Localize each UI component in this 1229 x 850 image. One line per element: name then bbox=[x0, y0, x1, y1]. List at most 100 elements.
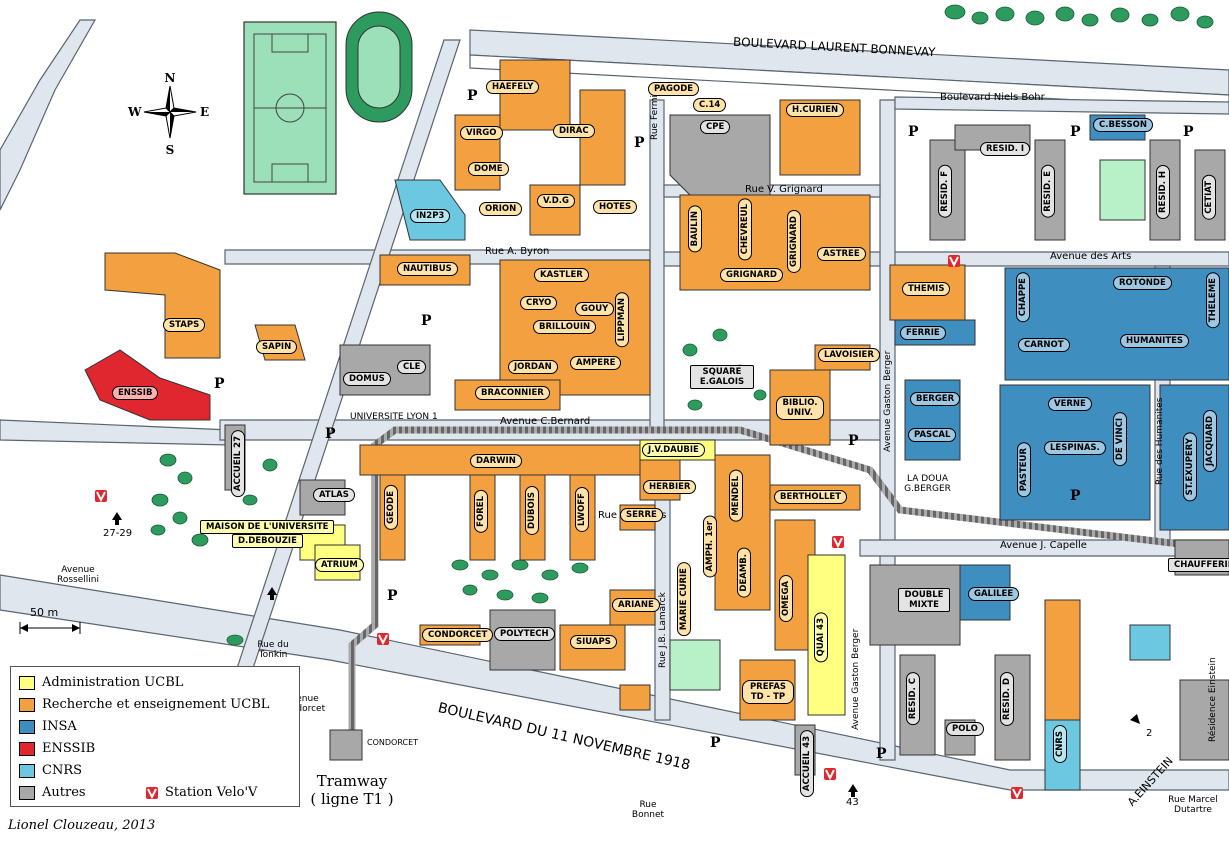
building-cpe[interactable]: CPE bbox=[700, 120, 731, 134]
building-doublemixte[interactable]: DOUBLE MIXTE bbox=[898, 588, 950, 612]
building-resid-d[interactable]: RESID. D bbox=[1000, 672, 1014, 726]
velov-station-icon[interactable] bbox=[948, 255, 960, 267]
compass-s: S bbox=[166, 143, 175, 157]
velov-station-icon[interactable] bbox=[95, 490, 107, 502]
building-polytech[interactable]: POLYTECH bbox=[494, 627, 555, 641]
building-cryo[interactable]: CRYO bbox=[520, 296, 558, 310]
building-domus[interactable]: DOMUS bbox=[343, 372, 391, 386]
building-herbier[interactable]: HERBIER bbox=[643, 480, 697, 494]
building-omega[interactable]: OMEGA bbox=[779, 575, 793, 623]
building-maison[interactable]: MAISON DE L'UNIVERSITE bbox=[200, 520, 335, 534]
building-galilee[interactable]: GALILEE bbox=[968, 587, 1020, 601]
building-hcurien[interactable]: H.CURIEN bbox=[786, 103, 845, 117]
building-ampere[interactable]: AMPERE bbox=[570, 356, 622, 370]
building-baulin[interactable]: BAULIN bbox=[688, 205, 702, 253]
building-jacquard[interactable]: JACQUARD bbox=[1203, 410, 1217, 473]
building-accueil43[interactable]: ACCUEIL 43 bbox=[800, 730, 814, 798]
building-resid-f[interactable]: RESID. F bbox=[938, 165, 952, 218]
building-prefas[interactable]: PREFAS TD - TP bbox=[742, 680, 794, 704]
building-sapin[interactable]: SAPIN bbox=[256, 340, 298, 354]
road-bd-11-novembre bbox=[0, 574, 1229, 791]
building-lavoisier[interactable]: LAVOISIER bbox=[818, 348, 880, 362]
building-carnot[interactable]: CARNOT bbox=[1018, 338, 1070, 352]
building-pascal[interactable]: PASCAL bbox=[908, 428, 957, 442]
velov-station-icon[interactable] bbox=[377, 633, 389, 645]
building-dubois[interactable]: DUBOIS bbox=[525, 486, 539, 535]
label-avenue-bernard: Avenue C.Bernard bbox=[500, 416, 591, 427]
building-rotonde[interactable]: ROTONDE bbox=[1113, 276, 1172, 290]
building-biblio[interactable]: BIBLIO. UNIV. bbox=[776, 396, 824, 420]
building-ferrie[interactable]: FERRIE bbox=[900, 326, 946, 340]
building-deambu[interactable]: DEAMB. bbox=[737, 548, 751, 598]
building-chappe[interactable]: CHAPPE bbox=[1016, 272, 1030, 323]
building-mariecurie[interactable]: MARIE CURIE bbox=[677, 562, 691, 637]
building-resid-e[interactable]: RESID. E bbox=[1041, 165, 1055, 218]
building-braconnier[interactable]: BRACONNIER bbox=[475, 386, 550, 400]
building-kastler[interactable]: KASTLER bbox=[534, 268, 589, 282]
building-resid-c[interactable]: RESID. C bbox=[906, 672, 920, 726]
building-grignard-vertical[interactable]: GRIGNARD bbox=[787, 210, 801, 273]
building-c14[interactable]: C.14 bbox=[693, 98, 727, 112]
building-lespinas[interactable]: LESPINAS. bbox=[1044, 441, 1106, 455]
building-jordan[interactable]: JORDAN bbox=[508, 360, 558, 374]
building-darwin[interactable]: DARWIN bbox=[470, 454, 522, 468]
building-cle[interactable]: CLE bbox=[397, 360, 427, 374]
building-jvdaubie[interactable]: J.V.DAUBIE bbox=[642, 443, 705, 457]
building-debouzie[interactable]: D.DEBOUZIE bbox=[232, 534, 303, 548]
building-pasteur[interactable]: PASTEUR bbox=[1017, 442, 1031, 498]
building-vdg[interactable]: V.D.G bbox=[537, 194, 575, 208]
building-enssib[interactable]: ENSSIB bbox=[112, 386, 159, 400]
building-ariane[interactable]: ARIANE bbox=[612, 598, 660, 612]
velov-station-icon[interactable] bbox=[832, 536, 844, 548]
building-theleme[interactable]: THELEME bbox=[1206, 272, 1220, 329]
building-resid-i[interactable]: RESID. I bbox=[980, 142, 1031, 156]
building-siuaps[interactable]: SIUAPS bbox=[570, 635, 617, 649]
building-berger[interactable]: BERGER bbox=[910, 392, 961, 406]
building-brillouin[interactable]: BRILLOUIN bbox=[533, 320, 597, 334]
legend-velov-label: Station Velo'V bbox=[165, 785, 258, 800]
building-quai43[interactable]: QUAI 43 bbox=[814, 612, 828, 663]
building-serre[interactable]: SERRE bbox=[620, 508, 663, 522]
building-forel[interactable]: FOREL bbox=[474, 490, 488, 533]
building-gouy[interactable]: GOUY bbox=[575, 302, 615, 316]
building-stexupery[interactable]: ST.EXUPERY bbox=[1183, 432, 1197, 502]
building-devinci[interactable]: DE VINCI bbox=[1113, 412, 1127, 467]
building-orion[interactable]: ORION bbox=[479, 202, 523, 216]
building-grignard[interactable]: GRIGNARD bbox=[720, 268, 783, 282]
building-verne[interactable]: VERNE bbox=[1048, 397, 1092, 411]
building-cbesson[interactable]: C.BESSON bbox=[1093, 118, 1153, 132]
building-in2p3[interactable]: IN2P3 bbox=[410, 209, 451, 223]
building-staps[interactable]: STAPS bbox=[163, 318, 206, 332]
building-nautibus[interactable]: NAUTIBUS bbox=[397, 262, 458, 276]
building-chevreul[interactable]: CHEVREUL bbox=[738, 198, 752, 261]
building-amph[interactable]: AMPH. 1er bbox=[703, 515, 717, 578]
building-atrium[interactable]: ATRIUM bbox=[315, 558, 364, 572]
building-themis[interactable]: THEMIS bbox=[902, 282, 951, 296]
building-dirac[interactable]: DIRAC bbox=[553, 124, 595, 138]
scale-bar bbox=[19, 622, 81, 634]
building-cnrs[interactable]: CNRS bbox=[1053, 725, 1067, 764]
building-atlas[interactable]: ATLAS bbox=[313, 488, 355, 502]
building-lwoff[interactable]: LWOFF bbox=[575, 487, 589, 532]
legend-item: INSA bbox=[19, 719, 77, 734]
building-accueil27[interactable]: ACCUEIL 27 bbox=[231, 430, 245, 498]
velov-station-icon[interactable] bbox=[824, 768, 836, 780]
building-virgo[interactable]: VIRGO bbox=[460, 126, 503, 140]
building-condorcet[interactable]: CONDORCET bbox=[422, 628, 494, 642]
building-dome[interactable]: DOME bbox=[468, 162, 509, 176]
building-mendel[interactable]: MENDEL bbox=[729, 470, 743, 522]
building-astree[interactable]: ASTREE bbox=[817, 247, 866, 261]
legend-swatch-recherche bbox=[19, 697, 35, 712]
building-geode[interactable]: GEODE bbox=[384, 485, 398, 530]
building-haefely[interactable]: HAEFELY bbox=[486, 80, 540, 94]
building-chaufferie[interactable]: CHAUFFERIE bbox=[1168, 558, 1229, 572]
building-hotes[interactable]: HOTES bbox=[593, 200, 638, 214]
velov-station-icon[interactable] bbox=[1011, 787, 1023, 799]
building-lippman[interactable]: LIPPMAN bbox=[615, 292, 629, 348]
building-pagode[interactable]: PAGODE bbox=[648, 82, 700, 96]
building-resid-h[interactable]: RESID. H bbox=[1156, 165, 1170, 219]
building-humanites[interactable]: HUMANITES bbox=[1120, 334, 1190, 348]
building-berthollet[interactable]: BERTHOLLET bbox=[774, 490, 848, 504]
building-cetiat[interactable]: CETIAT bbox=[1202, 175, 1216, 220]
building-polo[interactable]: POLO bbox=[946, 722, 984, 736]
